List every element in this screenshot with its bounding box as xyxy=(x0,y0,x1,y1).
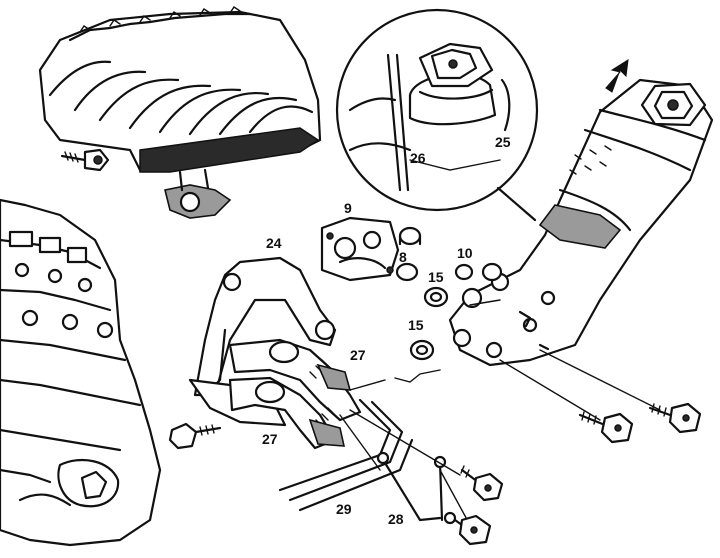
bolt-left xyxy=(168,422,222,450)
callout-10: 10 xyxy=(457,245,473,261)
callout-27-lower: 27 xyxy=(262,431,278,447)
leader-lines xyxy=(339,299,661,526)
direction-arrow-icon xyxy=(605,59,629,93)
gasket-9 xyxy=(320,216,400,282)
washer-15-lower xyxy=(409,339,435,361)
engine-block xyxy=(0,198,162,547)
callout-27-upper: 27 xyxy=(350,347,366,363)
callout-29: 29 xyxy=(336,501,352,517)
callout-8: 8 xyxy=(399,249,407,265)
callout-9: 9 xyxy=(344,200,352,216)
oil-filter-housing xyxy=(448,78,714,367)
hoses-27 xyxy=(228,338,362,450)
callout-26: 26 xyxy=(410,150,426,166)
callout-15-upper: 15 xyxy=(428,269,444,285)
callout-24: 24 xyxy=(266,235,282,251)
callout-labels: 9 8 10 15 15 24 25 26 27 27 28 29 xyxy=(262,134,511,527)
callout-28: 28 xyxy=(388,511,404,527)
intake-manifold xyxy=(38,6,322,219)
washer-15-upper xyxy=(423,286,449,308)
pipes-29 xyxy=(278,398,414,512)
detail-magnifier xyxy=(335,8,539,222)
callout-25: 25 xyxy=(495,134,511,150)
bolt-bottom-1 xyxy=(460,465,504,502)
bolt-bottom-2 xyxy=(443,511,492,546)
bolt-right-2 xyxy=(648,402,702,434)
bushings-10 xyxy=(454,262,503,282)
manifold-bolt xyxy=(60,148,110,172)
sleeves-8 xyxy=(395,226,422,282)
callout-15-lower: 15 xyxy=(408,317,424,333)
bolt-right-1 xyxy=(578,411,634,444)
